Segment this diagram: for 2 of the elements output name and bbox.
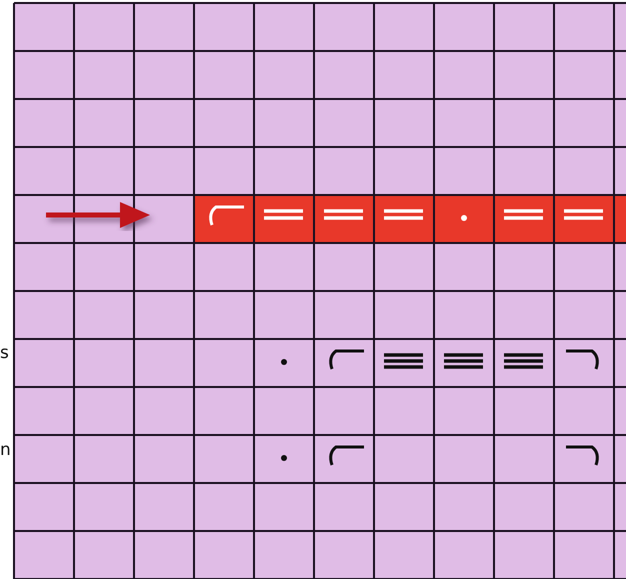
- side-label: n: [0, 440, 11, 460]
- side-label: s: [0, 343, 9, 363]
